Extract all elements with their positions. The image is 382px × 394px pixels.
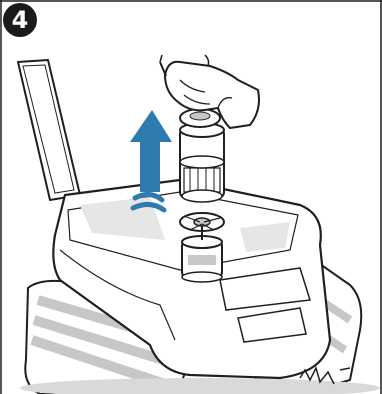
filter-base	[182, 236, 222, 282]
step-number-badge: 4	[3, 3, 37, 37]
robot-lid	[18, 60, 80, 200]
filter-cartridge	[180, 109, 224, 202]
